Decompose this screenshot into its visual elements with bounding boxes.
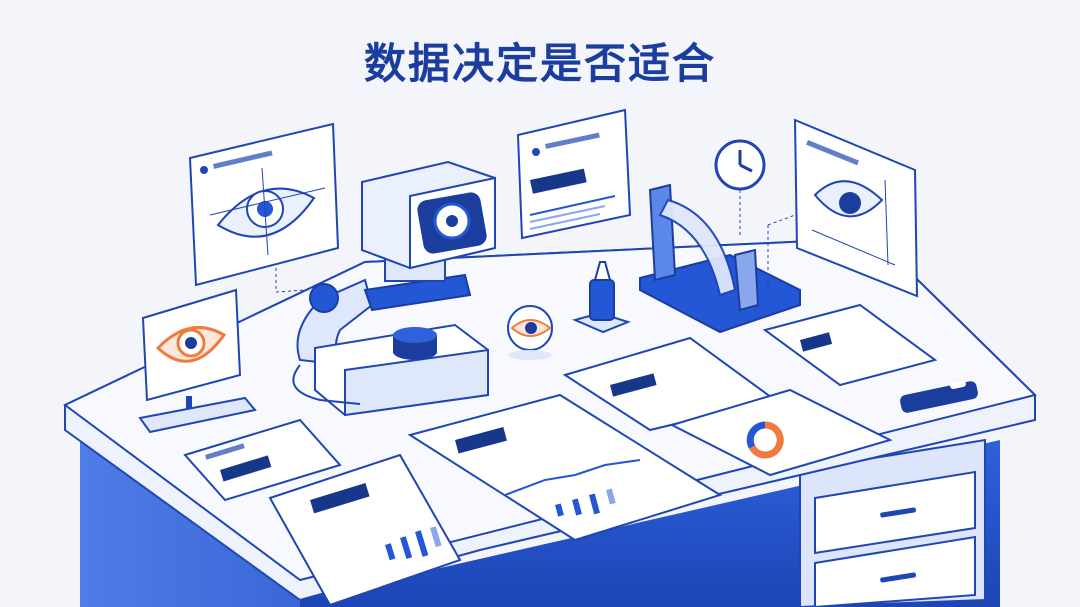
microscope (292, 160, 496, 417)
lens-icon (658, 198, 737, 297)
microscope-icon (361, 160, 496, 270)
eye-alert-stand (138, 288, 257, 434)
desk-card-center (407, 393, 723, 542)
eye-diagram-icon (209, 167, 326, 256)
eye-drop-icon (571, 261, 631, 334)
desk-card-right-center (562, 336, 778, 432)
top-center-panel (516, 108, 632, 240)
eye-diagram-panel (188, 122, 340, 293)
clock-icon (714, 139, 766, 238)
bar-chart-icon (385, 526, 442, 561)
desk-card-left (183, 418, 342, 502)
toggle-button-icon (900, 380, 978, 413)
desk-card-donut (669, 388, 893, 477)
lens-stand (639, 183, 801, 334)
desk-card-right (762, 303, 938, 387)
line-chart-icon (504, 459, 641, 517)
desk-card-bars-left (268, 453, 462, 607)
eye-alert-icon (155, 326, 227, 363)
top-right-panel (767, 118, 919, 298)
donut-chart-icon (746, 421, 784, 459)
eye-chart-icon (811, 179, 896, 266)
drawer-unit (799, 438, 986, 607)
page-title: 数据决定是否适合 (363, 39, 716, 88)
eye-model (507, 305, 553, 360)
